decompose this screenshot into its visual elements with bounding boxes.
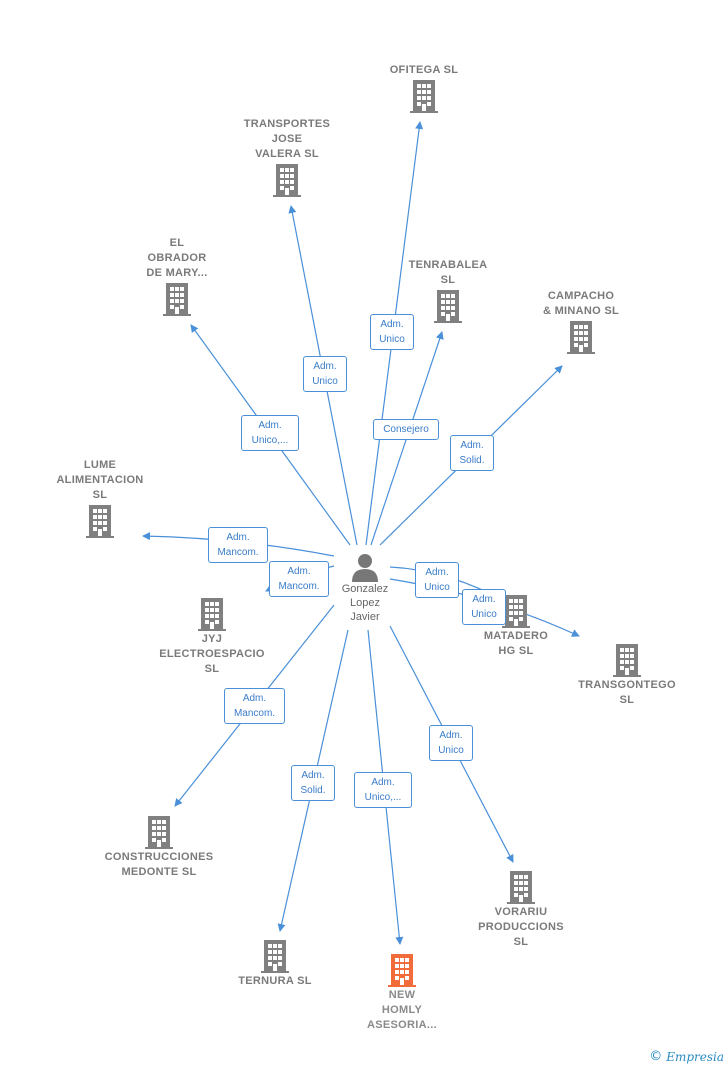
building-icon <box>613 644 641 677</box>
company-name: TENRABALEA SL <box>408 259 488 286</box>
company-name: MATADERO HG SL <box>483 630 549 657</box>
company-name: LUME ALIMENTACION SL <box>56 459 144 501</box>
company-newhomly[interactable]: NEW HOMLY ASESORIA... <box>332 952 472 1033</box>
company-name: OFITEGA SL <box>389 64 459 76</box>
building-icon <box>507 871 535 904</box>
relation-label[interactable]: Adm. Unico <box>415 562 459 598</box>
company-name: CAMPACHO & MINANO SL <box>542 290 620 317</box>
building-icon <box>86 505 114 538</box>
company-matadero[interactable]: MATADERO HG SL <box>446 593 586 659</box>
building-icon <box>163 283 191 316</box>
company-ofitega[interactable]: OFITEGA SL <box>354 63 494 114</box>
company-name: EL OBRADOR DE MARY... <box>146 237 208 279</box>
company-tenrabalea[interactable]: TENRABALEA SL <box>378 258 518 324</box>
relation-label[interactable]: Adm. Unico <box>429 725 473 761</box>
relation-label[interactable]: Adm. Solid. <box>291 765 335 801</box>
company-obrador[interactable]: EL OBRADOR DE MARY... <box>107 236 247 317</box>
company-construcciones[interactable]: CONSTRUCCIONES MEDONTE SL <box>89 814 229 880</box>
relation-label[interactable]: Adm. Unico,... <box>354 772 412 808</box>
company-name: TRANSPORTES JOSE VALERA SL <box>243 118 331 160</box>
building-icon <box>273 164 301 197</box>
building-icon <box>434 290 462 323</box>
company-lume[interactable]: LUME ALIMENTACION SL <box>30 458 170 539</box>
person-name: Gonzalez Lopez Javier <box>341 583 389 623</box>
company-campacho[interactable]: CAMPACHO & MINANO SL <box>511 289 651 355</box>
company-transportes[interactable]: TRANSPORTES JOSE VALERA SL <box>217 117 357 198</box>
relation-label[interactable]: Adm. Mancom. <box>208 527 268 563</box>
company-jyj[interactable]: JYJ ELECTROESPACIO SL <box>142 596 282 677</box>
building-icon <box>410 80 438 113</box>
building-icon <box>502 595 530 628</box>
company-ternura[interactable]: TERNURA SL <box>205 938 345 989</box>
building-icon <box>388 954 416 987</box>
company-name: TRANSGONTEGO SL <box>578 679 676 706</box>
building-icon <box>198 598 226 631</box>
copyright-icon: © <box>649 1049 663 1064</box>
building-icon <box>145 816 173 849</box>
company-name: NEW HOMLY ASESORIA... <box>367 989 437 1031</box>
company-name: CONSTRUCCIONES MEDONTE SL <box>104 851 214 878</box>
person-node[interactable]: Gonzalez Lopez Javier <box>318 552 412 624</box>
building-icon <box>567 321 595 354</box>
relation-label[interactable]: Adm. Unico <box>303 356 347 392</box>
company-name: JYJ ELECTROESPACIO SL <box>159 633 265 675</box>
relation-label[interactable]: Adm. Unico <box>462 589 506 625</box>
brand-mark: © Empresia <box>649 1049 724 1064</box>
company-transgontego[interactable]: TRANSGONTEGO SL <box>557 642 697 708</box>
relation-label[interactable]: Adm. Unico,... <box>241 415 299 451</box>
person-icon <box>352 554 378 582</box>
company-name: VORARIU PRODUCCIONS SL <box>478 906 564 948</box>
relation-label[interactable]: Adm. Mancom. <box>224 688 285 724</box>
relation-label[interactable]: Consejero <box>373 419 439 440</box>
building-icon <box>261 940 289 973</box>
company-vorariu[interactable]: VORARIU PRODUCCIONS SL <box>451 869 591 950</box>
relation-label[interactable]: Adm. Mancom. <box>269 561 329 597</box>
company-name: TERNURA SL <box>238 975 312 987</box>
relation-label[interactable]: Adm. Solid. <box>450 435 494 471</box>
relation-label[interactable]: Adm. Unico <box>370 314 414 350</box>
brand-name: Empresia <box>666 1049 724 1064</box>
